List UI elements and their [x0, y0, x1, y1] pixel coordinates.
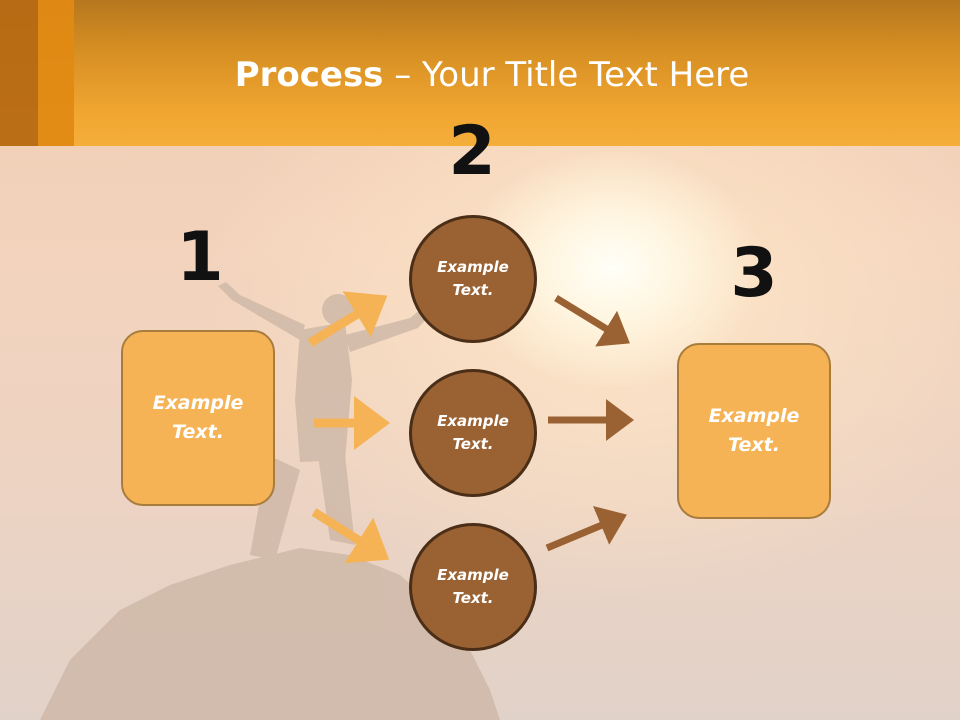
- process-circle-2-text: Example Text.: [437, 412, 509, 453]
- step-box-1-text: Example Text.: [152, 392, 244, 443]
- step-number-2: 2: [448, 112, 496, 191]
- step-box-3-text: Example Text.: [708, 405, 800, 456]
- title-rest: – Your Title Text Here: [383, 55, 750, 95]
- title-bold: Process: [234, 55, 384, 95]
- header-accent-bar: [0, 0, 38, 146]
- step-number-1: 1: [176, 218, 224, 297]
- process-circle-1-text: Example Text.: [437, 258, 509, 299]
- arrow-from-circle-3: [545, 506, 627, 552]
- arrow-from-circle-1: [554, 295, 630, 347]
- step-box-3: Example Text.: [677, 343, 831, 519]
- arrow-to-circle-1: [307, 291, 388, 347]
- step-box-1: Example Text.: [121, 330, 275, 506]
- arrow-to-circle-3: [311, 508, 390, 564]
- process-circle-2: Example Text.: [409, 369, 537, 497]
- process-circle-3-text: Example Text.: [437, 566, 509, 607]
- step-number-3: 3: [730, 234, 778, 313]
- title-bar: [0, 0, 960, 146]
- header-accent-bar: [38, 0, 74, 146]
- process-circle-3: Example Text.: [409, 523, 537, 651]
- slide-title: Process – Your Title Text Here: [0, 52, 960, 98]
- process-circle-1: Example Text.: [409, 215, 537, 343]
